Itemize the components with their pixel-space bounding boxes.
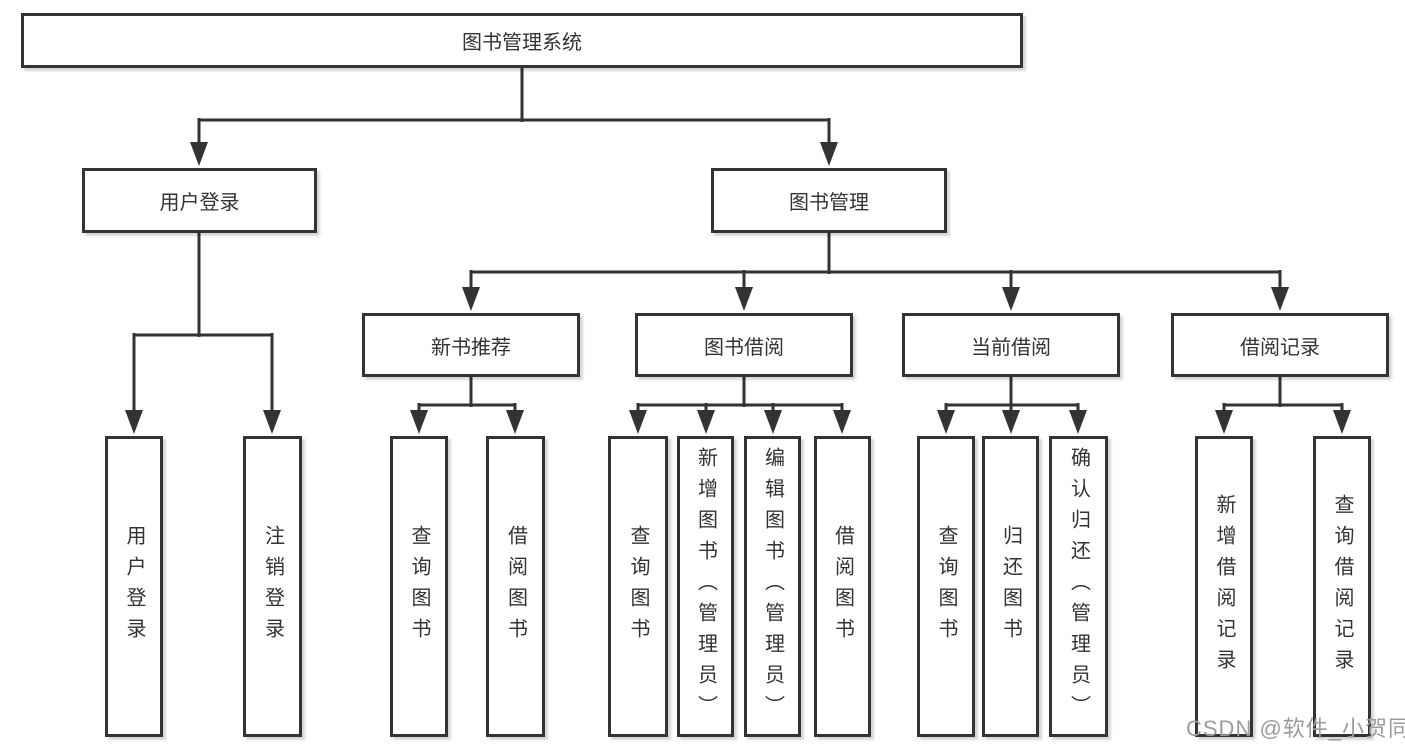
leaf-user-login-label: 用户登录: [123, 524, 145, 649]
leaf-logout: 注销登录: [243, 436, 302, 737]
node-root-label: 图书管理系统: [462, 32, 582, 54]
node-new-book-recommend: 新书推荐: [362, 313, 580, 377]
leaf-current-query-label: 查询图书: [935, 524, 957, 649]
leaf-current-confirm-return: 确认归还（管理员）: [1049, 436, 1108, 737]
leaf-borrow-edit-label: 编辑图书（管理员）: [761, 447, 784, 726]
leaf-newbook-borrow: 借阅图书: [486, 436, 545, 737]
leaf-borrow-add: 新增图书（管理员）: [677, 436, 734, 737]
node-borrow-record: 借阅记录: [1171, 313, 1389, 377]
leaf-borrow-query-label: 查询图书: [627, 524, 649, 649]
node-current-borrow-label: 当前借阅: [971, 336, 1051, 359]
leaf-current-query: 查询图书: [917, 436, 975, 737]
node-book-management: 图书管理: [711, 168, 947, 233]
leaf-newbook-borrow-label: 借阅图书: [504, 524, 527, 649]
csdn-watermark: CSDN @软件_小贺同学: [1186, 716, 1405, 741]
leaf-borrow-edit: 编辑图书（管理员）: [744, 436, 801, 737]
node-new-book-recommend-label: 新书推荐: [431, 336, 511, 359]
node-user-login-label: 用户登录: [159, 192, 240, 214]
leaf-borrow-borrow-label: 借阅图书: [831, 524, 854, 649]
leaf-newbook-query-label: 查询图书: [408, 524, 430, 649]
leaf-record-query-label: 查询借阅记录: [1331, 493, 1353, 680]
leaf-logout-label: 注销登录: [261, 524, 284, 649]
leaf-record-add: 新增借阅记录: [1195, 436, 1253, 737]
leaf-user-login: 用户登录: [105, 436, 163, 737]
leaf-borrow-borrow: 借阅图书: [814, 436, 871, 737]
node-user-login: 用户登录: [82, 168, 317, 233]
leaf-borrow-query: 查询图书: [608, 436, 668, 737]
leaf-current-confirm-return-label: 确认归还（管理员）: [1067, 447, 1090, 726]
leaf-current-return: 归还图书: [982, 436, 1039, 737]
node-root: 图书管理系统: [21, 13, 1023, 68]
node-borrow-record-label: 借阅记录: [1240, 336, 1320, 359]
leaf-newbook-query: 查询图书: [390, 436, 448, 737]
leaf-record-query: 查询借阅记录: [1313, 436, 1371, 737]
leaf-borrow-add-label: 新增图书（管理员）: [694, 447, 717, 726]
node-book-borrow: 图书借阅: [635, 313, 853, 377]
leaf-record-add-label: 新增借阅记录: [1213, 493, 1235, 680]
node-book-management-label: 图书管理: [789, 192, 869, 214]
leaf-current-return-label: 归还图书: [999, 524, 1022, 649]
node-current-borrow: 当前借阅: [902, 313, 1120, 377]
node-book-borrow-label: 图书借阅: [704, 336, 784, 359]
